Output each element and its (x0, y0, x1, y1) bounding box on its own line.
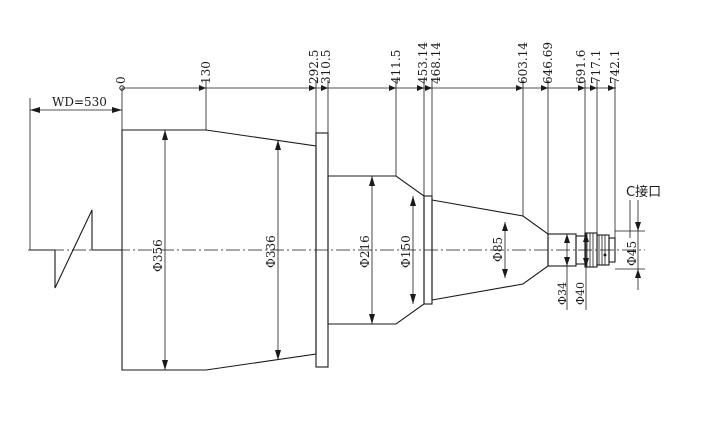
dim-468-14: 468.14 (429, 42, 443, 84)
working-distance-break (29, 88, 123, 289)
dim-646-69: 646.69 (541, 42, 555, 84)
dim-603-14: 603.14 (516, 42, 530, 84)
dim-310-5: 310.5 (319, 50, 333, 84)
dim-742-1: 742.1 (608, 50, 622, 84)
dim-717-1: 717.1 (589, 50, 603, 84)
dim-453-14: 453.14 (416, 42, 430, 84)
dia-40-label: Φ40 (574, 282, 587, 305)
dim-292-5: 292.5 (307, 50, 321, 84)
wd-label: WD=530 (52, 95, 107, 109)
dia-216-label: Φ216 (358, 235, 372, 268)
dia-34-label: Φ34 (556, 282, 569, 305)
dia-150-label: Φ150 (399, 235, 413, 268)
dia-356-label: Φ356 (151, 239, 165, 272)
dim-691-6: 691.6 (574, 50, 588, 84)
dim-0: 0 (114, 76, 128, 84)
c-mount-label: C接口 (626, 184, 661, 200)
dia-336-label: Φ336 (264, 235, 278, 268)
dim-411-5: 411.5 (389, 50, 403, 84)
top-dimension-line (119, 80, 616, 238)
dia-85-label: Φ85 (491, 237, 505, 262)
dia-45-label: Φ45 (625, 241, 639, 266)
dim-130: 130 (199, 61, 213, 84)
